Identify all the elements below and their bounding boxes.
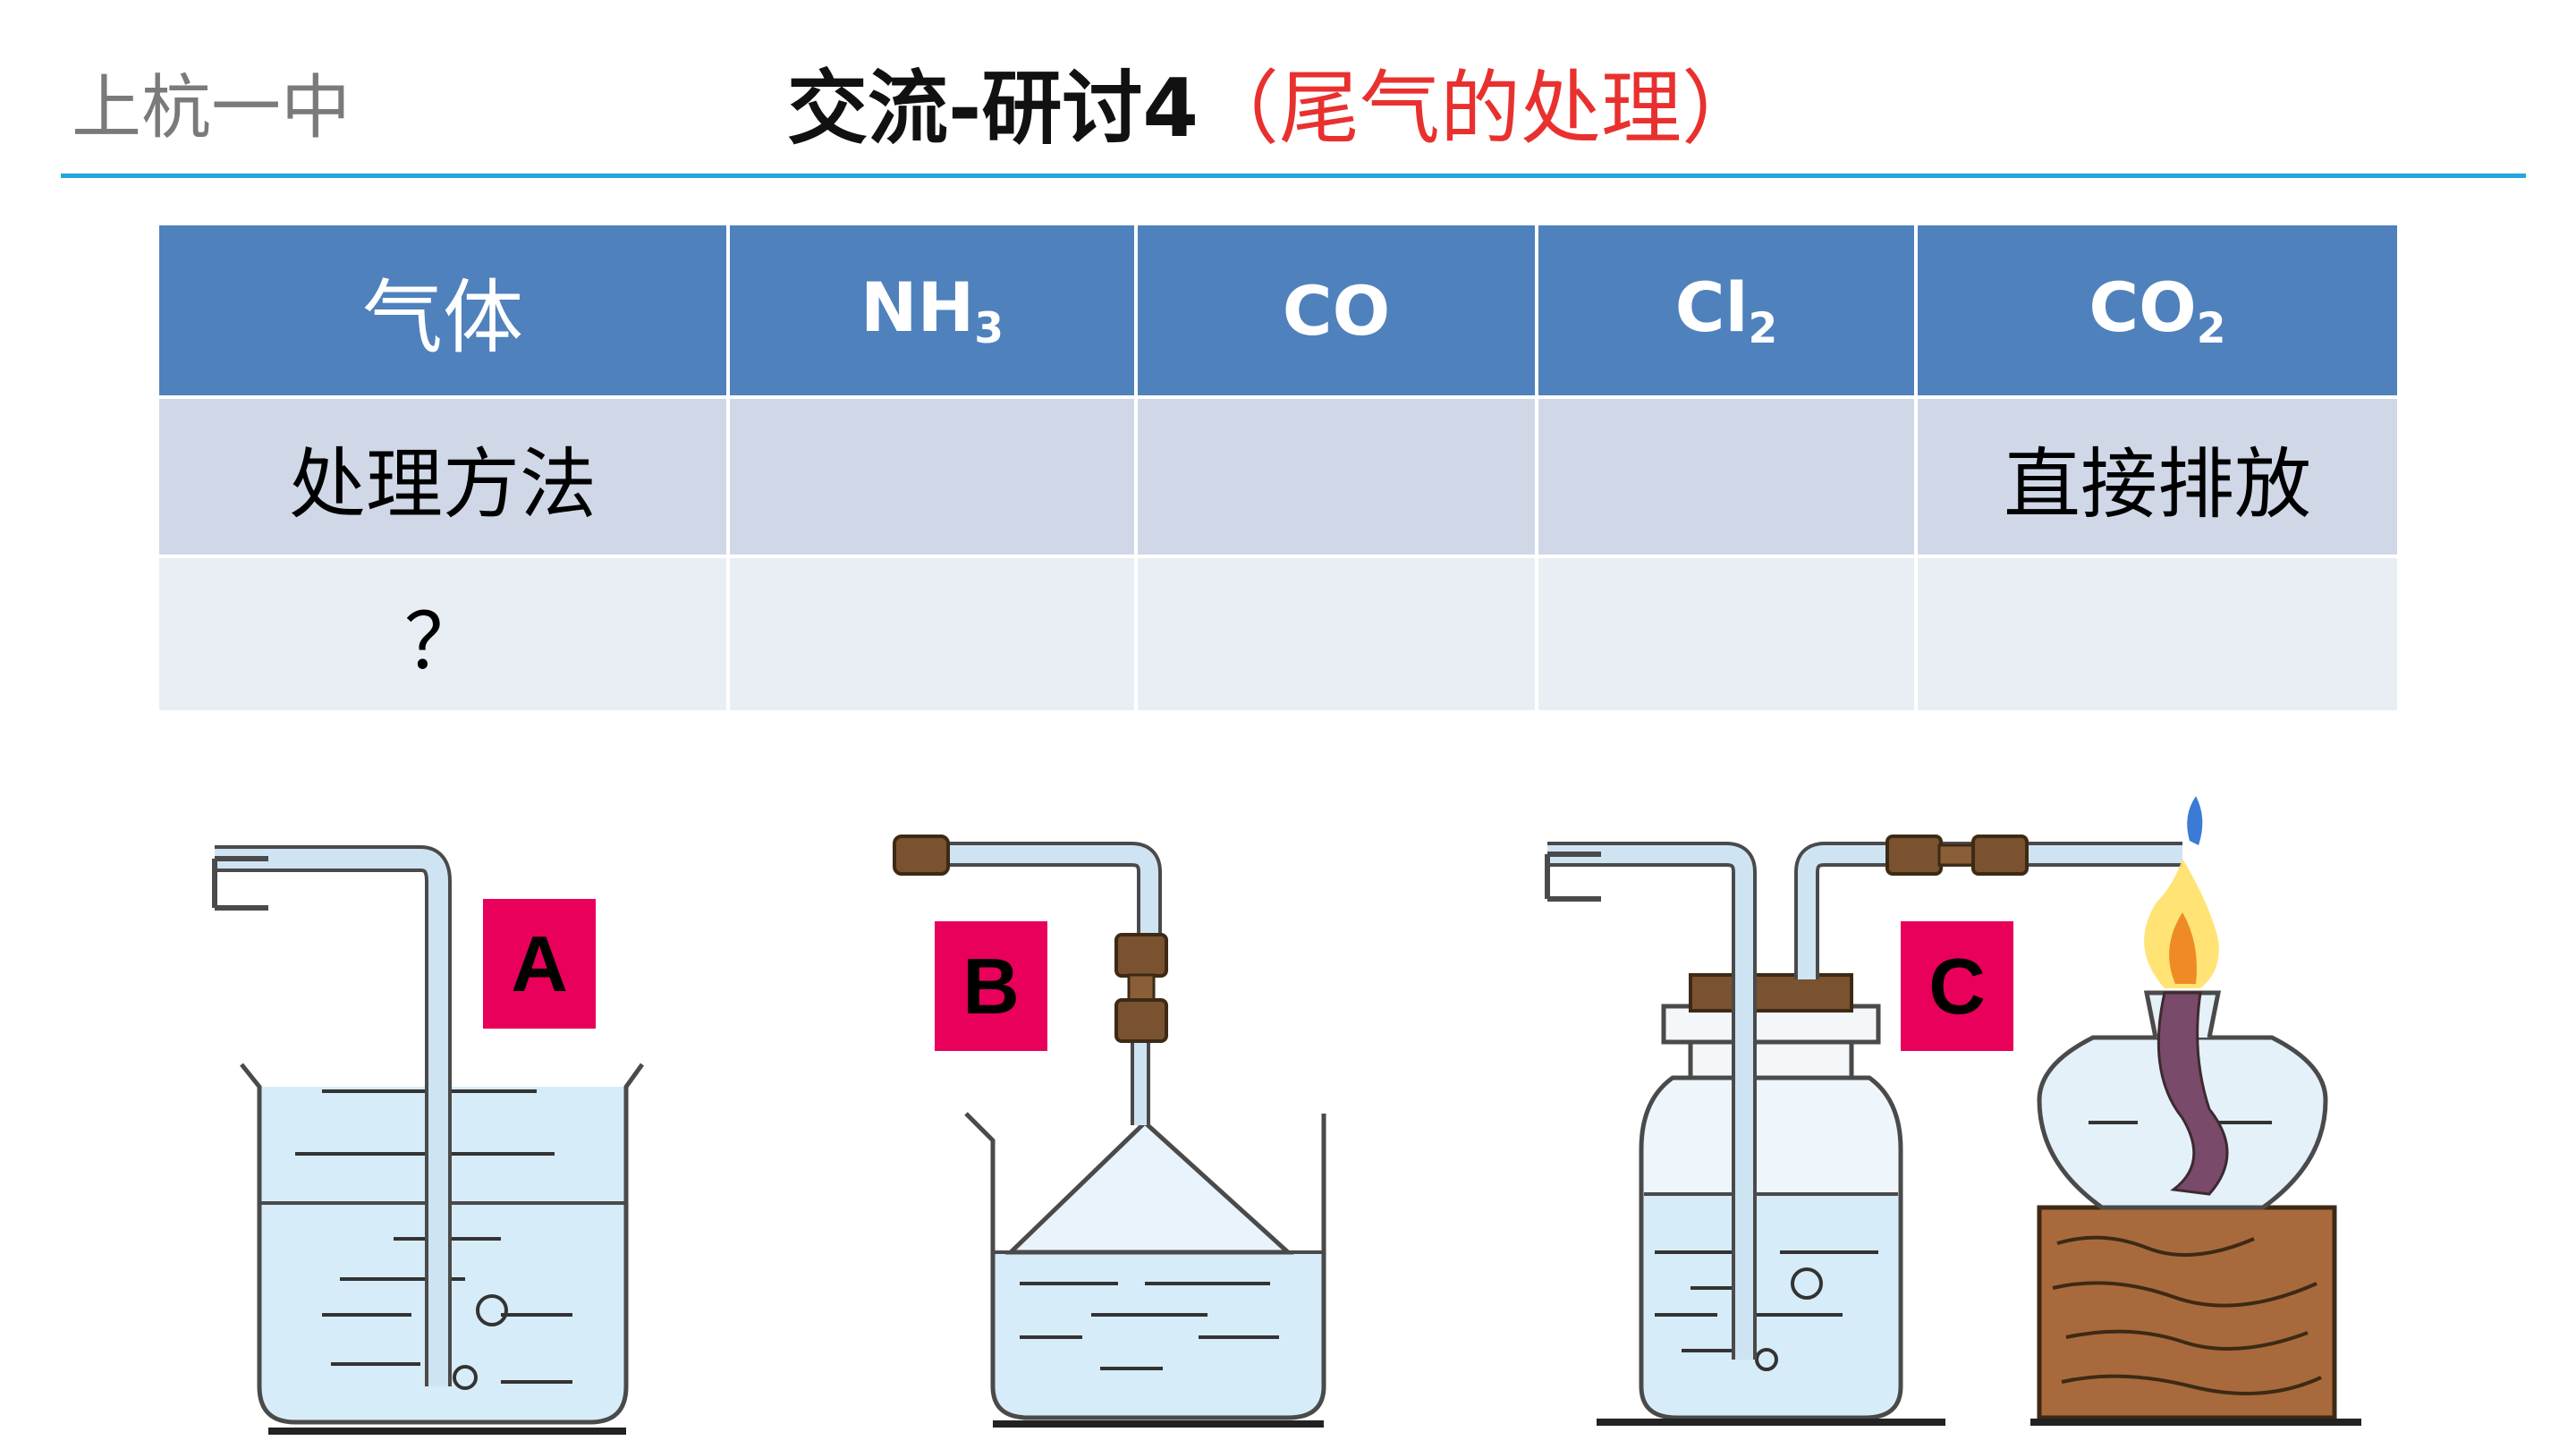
bottle-shoulder [1688, 1039, 1854, 1080]
label-b: B [962, 942, 1020, 1030]
slide-title: 交流-研讨4（尾气的处理） [787, 43, 1762, 159]
tube-b [930, 845, 1158, 939]
label-c: C [1928, 942, 1986, 1030]
label-c-badge [1901, 921, 2013, 1051]
tube-c-inlet [1547, 845, 1753, 1360]
label-a: A [511, 919, 568, 1008]
school-name: 上杭一中 [72, 68, 352, 148]
funnel-b [1004, 1119, 1294, 1255]
table-cell [726, 555, 1138, 714]
table-header-row: 气体 NH3 CO Cl2 CO2 [156, 222, 2401, 399]
apparatus-c [1545, 796, 2361, 1426]
label-b-badge [935, 921, 1047, 1051]
table-row: ？ [156, 555, 2401, 714]
label-a-badge [483, 899, 596, 1029]
table-row: 处理方法 直接排放 [156, 395, 2401, 558]
beaker-b-liquid [993, 1252, 1324, 1418]
apparatus-b [893, 835, 1326, 1428]
slide-title-main: 交流-研讨4 [787, 62, 1199, 156]
bubble-icon [453, 1365, 478, 1390]
beaker-b [964, 1112, 1326, 1420]
flame-inner-icon [2169, 912, 2197, 984]
gas-treatment-table: 气体 NH3 CO Cl2 CO2 处理方法 直接排放 ？ [156, 222, 2401, 714]
header-cell-cl2: Cl2 [1535, 222, 1918, 399]
wood-grain [2052, 1235, 2322, 1395]
alcohol-lamp [2037, 1035, 2328, 1210]
rubber-connector-c-mid [1937, 843, 1977, 867]
header-cell-co: CO [1134, 222, 1538, 399]
beaker-b-markings [1020, 1282, 1279, 1370]
table-cell: 处理方法 [156, 395, 730, 558]
table-cell [726, 395, 1138, 558]
table-cell [1535, 555, 1918, 714]
table-cell [1535, 395, 1918, 558]
table-cell [1134, 555, 1538, 714]
bubble-icon [1791, 1267, 1823, 1300]
tube-c-outlet [1798, 845, 2182, 979]
header-cell-co2: CO2 [1914, 222, 2401, 399]
rubber-connector-b-bottom [1114, 998, 1168, 1043]
wash-bottle-markings [1655, 1250, 1878, 1352]
tube-c-inlet-end [1545, 852, 1601, 902]
blue-flame-icon [2187, 796, 2203, 845]
table-cell: 直接排放 [1914, 395, 2401, 558]
rubber-connector-b-mid [1127, 973, 1156, 1004]
beaker-a [240, 1063, 645, 1425]
header-cell-nh3: NH3 [726, 222, 1138, 399]
tube-a-inlet [212, 856, 268, 911]
header-cell-gas: 气体 [156, 222, 730, 399]
rubber-connector-b-top [1114, 933, 1168, 978]
table-cell: ？ [156, 555, 730, 714]
rubber-connector-c-left [1885, 835, 1943, 876]
bubble-icon [476, 1294, 508, 1326]
apparatus-a [212, 845, 645, 1435]
lamp-wick [2157, 991, 2229, 1196]
bottle-stopper [1689, 973, 1853, 1013]
slide-title-sub: （尾气的处理） [1198, 62, 1762, 156]
rubber-connector-c-right [1971, 835, 2029, 876]
table-cell [1134, 395, 1538, 558]
table-cell [1914, 555, 2401, 714]
tube-a [215, 849, 448, 1386]
wash-bottle-liquid [1644, 1194, 1898, 1415]
rubber-connector-b-inlet [893, 835, 950, 876]
title-divider [61, 174, 2526, 178]
